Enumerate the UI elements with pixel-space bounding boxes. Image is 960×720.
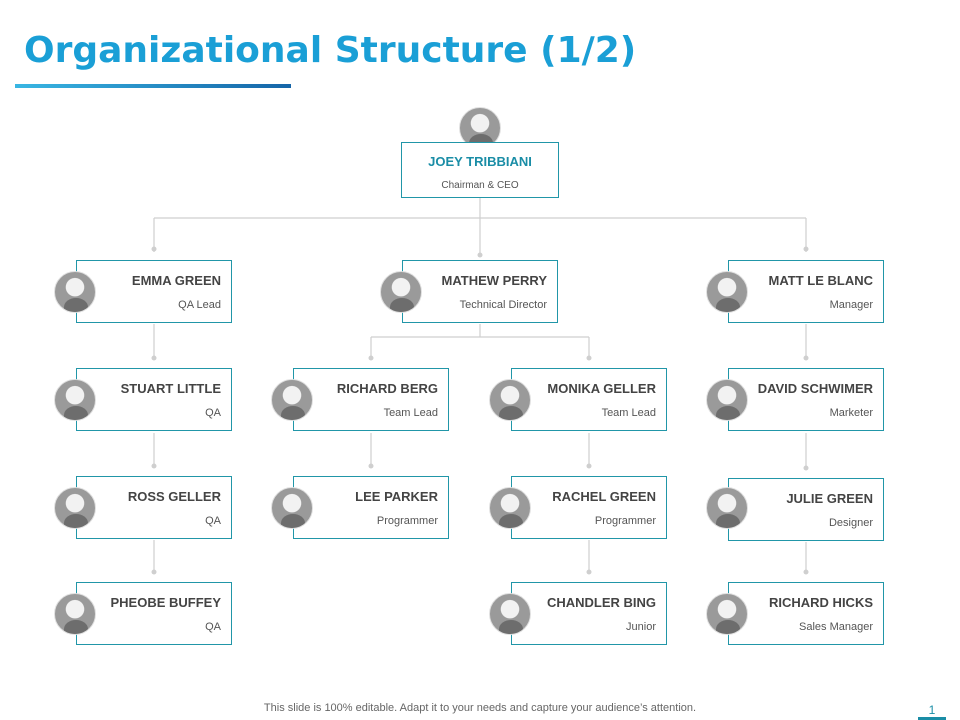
org-card-ceo: JOEY TRIBBIANI Chairman & CEO [401, 142, 559, 198]
avatar [271, 487, 313, 529]
person-role: Team Lead [383, 407, 438, 419]
org-card: ROSS GELLER QA [76, 476, 232, 539]
avatar [706, 593, 748, 635]
person-role: Team Lead [601, 407, 656, 419]
page-number-bar [918, 717, 946, 720]
person-role: Sales Manager [799, 621, 873, 633]
avatar [706, 271, 748, 313]
person-name: PHEOBE BUFFEY [110, 595, 221, 610]
org-card: RICHARD HICKS Sales Manager [728, 582, 884, 645]
org-card: MATHEW PERRY Technical Director [402, 260, 558, 323]
connector-dot [803, 246, 809, 252]
person-name: MATHEW PERRY [441, 273, 547, 288]
avatar [54, 379, 96, 421]
person-name: ROSS GELLER [127, 489, 221, 504]
person-role: Programmer [376, 515, 438, 527]
org-card: PHEOBE BUFFEY QA [76, 582, 232, 645]
connector-dot [803, 569, 809, 575]
avatar [380, 271, 422, 313]
org-card: CHANDLER BING Junior [511, 582, 667, 645]
person-role: Chairman & CEO [441, 180, 519, 191]
avatar [706, 487, 748, 529]
org-card: DAVID SCHWIMER Marketer [728, 368, 884, 431]
person-name: MATT LE BLANC [768, 273, 873, 288]
connector-dot [151, 569, 157, 575]
org-card: RICHARD BERG Team Lead [293, 368, 449, 431]
person-role: QA [205, 407, 221, 419]
person-role: Technical Director [459, 299, 547, 311]
org-card: STUART LITTLE QA [76, 368, 232, 431]
person-name: STUART LITTLE [120, 381, 221, 396]
person-role: Programmer [594, 515, 656, 527]
org-card: EMMA GREEN QA Lead [76, 260, 232, 323]
connector-dot [803, 465, 809, 471]
avatar [54, 487, 96, 529]
connector-dot [151, 246, 157, 252]
avatar [489, 379, 531, 421]
person-name: RICHARD BERG [336, 381, 438, 396]
person-name: LEE PARKER [355, 489, 438, 504]
avatar [706, 379, 748, 421]
avatar [489, 593, 531, 635]
connector-dot [151, 463, 157, 469]
person-name: JOEY TRIBBIANI [428, 154, 532, 169]
person-role: QA [205, 621, 221, 633]
org-card: JULIE GREEN Designer [728, 478, 884, 541]
connector-dot [477, 252, 483, 258]
title-underline [15, 84, 291, 88]
avatar [271, 379, 313, 421]
connector-dot [586, 463, 592, 469]
footer-note: This slide is 100% editable. Adapt it to… [263, 702, 697, 714]
connector-dot [368, 355, 374, 361]
person-name: CHANDLER BING [546, 595, 656, 610]
person-name: RICHARD HICKS [769, 595, 873, 610]
connector-dot [586, 569, 592, 575]
person-name: DAVID SCHWIMER [757, 381, 873, 396]
avatar [54, 593, 96, 635]
person-name: JULIE GREEN [786, 491, 873, 506]
avatar [54, 271, 96, 313]
person-role: Manager [829, 299, 873, 311]
connector-dot [368, 463, 374, 469]
person-name: MONIKA GELLER [547, 381, 656, 396]
org-card: MONIKA GELLER Team Lead [511, 368, 667, 431]
page-number: 1 [928, 703, 936, 717]
connector-dot [803, 355, 809, 361]
person-name: EMMA GREEN [131, 273, 221, 288]
org-card: LEE PARKER Programmer [293, 476, 449, 539]
person-name: RACHEL GREEN [552, 489, 656, 504]
person-role: Junior [626, 621, 656, 633]
avatar [489, 487, 531, 529]
connector-dot [586, 355, 592, 361]
person-role: Marketer [829, 407, 873, 419]
page-title: Organizational Structure (1/2) [24, 30, 637, 71]
person-role: QA [205, 515, 221, 527]
connector-dot [151, 355, 157, 361]
person-role: QA Lead [178, 299, 221, 311]
person-role: Designer [828, 517, 873, 529]
org-card: RACHEL GREEN Programmer [511, 476, 667, 539]
org-card: MATT LE BLANC Manager [728, 260, 884, 323]
